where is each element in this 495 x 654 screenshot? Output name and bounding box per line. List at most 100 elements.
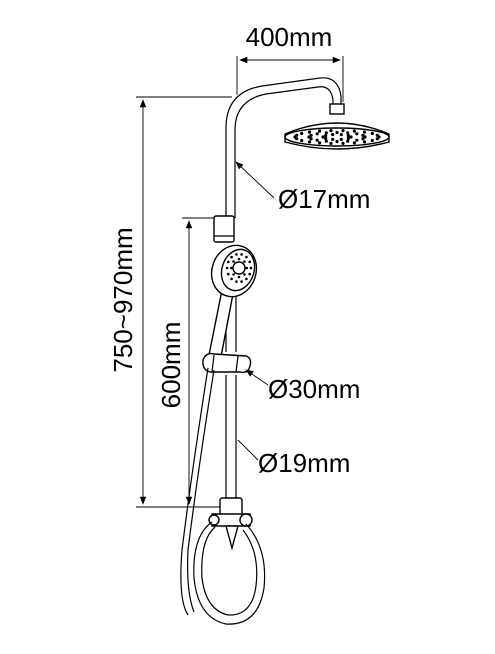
rain-nozzle-dot [309, 133, 313, 137]
hand-nozzle-dot [245, 255, 248, 259]
shower-hose [180, 367, 266, 625]
hose-drop-inner [187, 369, 215, 613]
rain-nozzle-dot [349, 135, 353, 139]
lower-tube-diameter-label: Ø19mm [258, 448, 350, 478]
rain-nozzle-dot [324, 139, 328, 143]
rain-nozzle-dot [361, 133, 365, 137]
width-dimension: 400mm [236, 22, 344, 102]
rain-nozzle-dot [331, 133, 335, 137]
hand-nozzle-dot [227, 260, 230, 264]
rain-nozzle-dot [370, 138, 374, 143]
rain-nozzle-dot [324, 131, 328, 135]
rain-nozzle-dot [346, 136, 350, 141]
rain-nozzle-dot [329, 129, 333, 133]
rain-head-nozzles [293, 129, 381, 145]
slider-seam-right [235, 355, 239, 373]
rain-nozzle-dot [335, 130, 339, 135]
slider-holder [202, 352, 252, 374]
hand-nozzle-dot [232, 260, 235, 263]
rain-nozzle-dot [346, 131, 350, 135]
hand-nozzle-dot [237, 257, 241, 261]
rain-nozzle-dot [329, 141, 333, 145]
hand-nozzle-dot [248, 272, 251, 276]
slider-diameter-label: Ø30mm [268, 374, 360, 404]
upper-pipe-inner [234, 86, 334, 218]
upper-holder-bracket [213, 215, 235, 243]
slide-height-label: 600mm [156, 322, 186, 409]
rain-nozzle-dot [335, 139, 339, 144]
rain-nozzle-dot [341, 141, 345, 145]
rain-nozzle-dot [300, 138, 304, 143]
rain-nozzle-dot [307, 130, 312, 134]
hand-nozzle-dot [248, 260, 251, 264]
hand-nozzle-dot [240, 280, 243, 283]
rain-nozzle-dot [352, 129, 356, 133]
leader-slider [245, 369, 269, 386]
rain-nozzle-dot [375, 133, 379, 137]
hand-nozzle-dot [230, 255, 233, 259]
slider-seam-left [211, 354, 215, 373]
rain-nozzle-dot [355, 138, 359, 142]
width-label: 400mm [246, 22, 333, 52]
hose-loop-outer [193, 521, 266, 625]
rain-nozzle-dot [346, 133, 350, 138]
rain-nozzle-dot [355, 132, 359, 136]
upper-bracket-body [213, 215, 235, 243]
hose-loop-inner [201, 526, 258, 616]
hand-nozzle-dot [245, 277, 248, 281]
rain-nozzle-dot [315, 138, 319, 142]
hand-nozzle-dot [249, 266, 253, 270]
total-height-dimension: 750~970mm [108, 96, 232, 508]
rain-nozzle-dot [321, 135, 325, 139]
hand-nozzle-dot [230, 266, 233, 270]
rain-nozzle-dot [307, 140, 312, 144]
upper-pipe-outer [225, 77, 342, 232]
diverter-valve [208, 497, 253, 551]
leader-upper-tube [235, 161, 275, 199]
hand-nozzle-dot [235, 280, 238, 283]
diverter-spout [225, 525, 239, 551]
hand-nozzle-dot [237, 275, 241, 279]
rain-nozzle-dot [318, 129, 322, 133]
hand-nozzle-dot [232, 273, 235, 276]
rain-nozzle-dot [315, 132, 319, 136]
hand-shower [206, 244, 258, 370]
hand-shower-center [232, 261, 246, 275]
rain-nozzle-dot [362, 130, 367, 134]
hose-drop-outer [180, 367, 209, 616]
rain-nozzle-dot [352, 141, 356, 145]
rain-nozzle-dot [375, 137, 379, 141]
rain-nozzle-dot [339, 137, 343, 141]
hand-nozzle-dot [240, 253, 243, 256]
hand-nozzle-dot [230, 277, 233, 281]
rain-nozzle-dot [339, 133, 343, 137]
rain-nozzle-dot [324, 133, 328, 138]
hand-nozzle-dot [243, 260, 246, 263]
rain-nozzle-dot [370, 131, 374, 136]
rain-nozzle-dot [324, 136, 328, 141]
total-height-label: 750~970mm [108, 227, 138, 372]
hand-shower-nozzles [225, 253, 253, 283]
leader-lower-tube [237, 439, 259, 461]
leader-lines [235, 161, 275, 461]
slide-height-dimension: 600mm [156, 217, 214, 508]
rain-nozzle-dot [341, 129, 345, 133]
rain-nozzle-dot [318, 141, 322, 145]
hand-nozzle-dot [235, 253, 238, 256]
rain-nozzle-dot [361, 137, 365, 141]
rain-nozzle-dot [346, 139, 350, 143]
upper-tube-diameter-label: Ø17mm [278, 184, 370, 214]
hand-nozzle-dot [227, 272, 230, 276]
hand-nozzle-dot [243, 273, 246, 276]
slider-body [202, 352, 252, 374]
rain-head-face [284, 127, 390, 147]
hand-nozzle-dot [245, 266, 248, 270]
rain-shower-head [284, 122, 390, 150]
rain-nozzle-dot [331, 137, 335, 141]
hand-nozzle-dot [225, 266, 229, 270]
rain-nozzle-dot [300, 131, 304, 136]
rain-nozzle-dot [362, 140, 367, 144]
diverter-knob [239, 513, 253, 527]
rain-nozzle-dot [295, 133, 299, 137]
